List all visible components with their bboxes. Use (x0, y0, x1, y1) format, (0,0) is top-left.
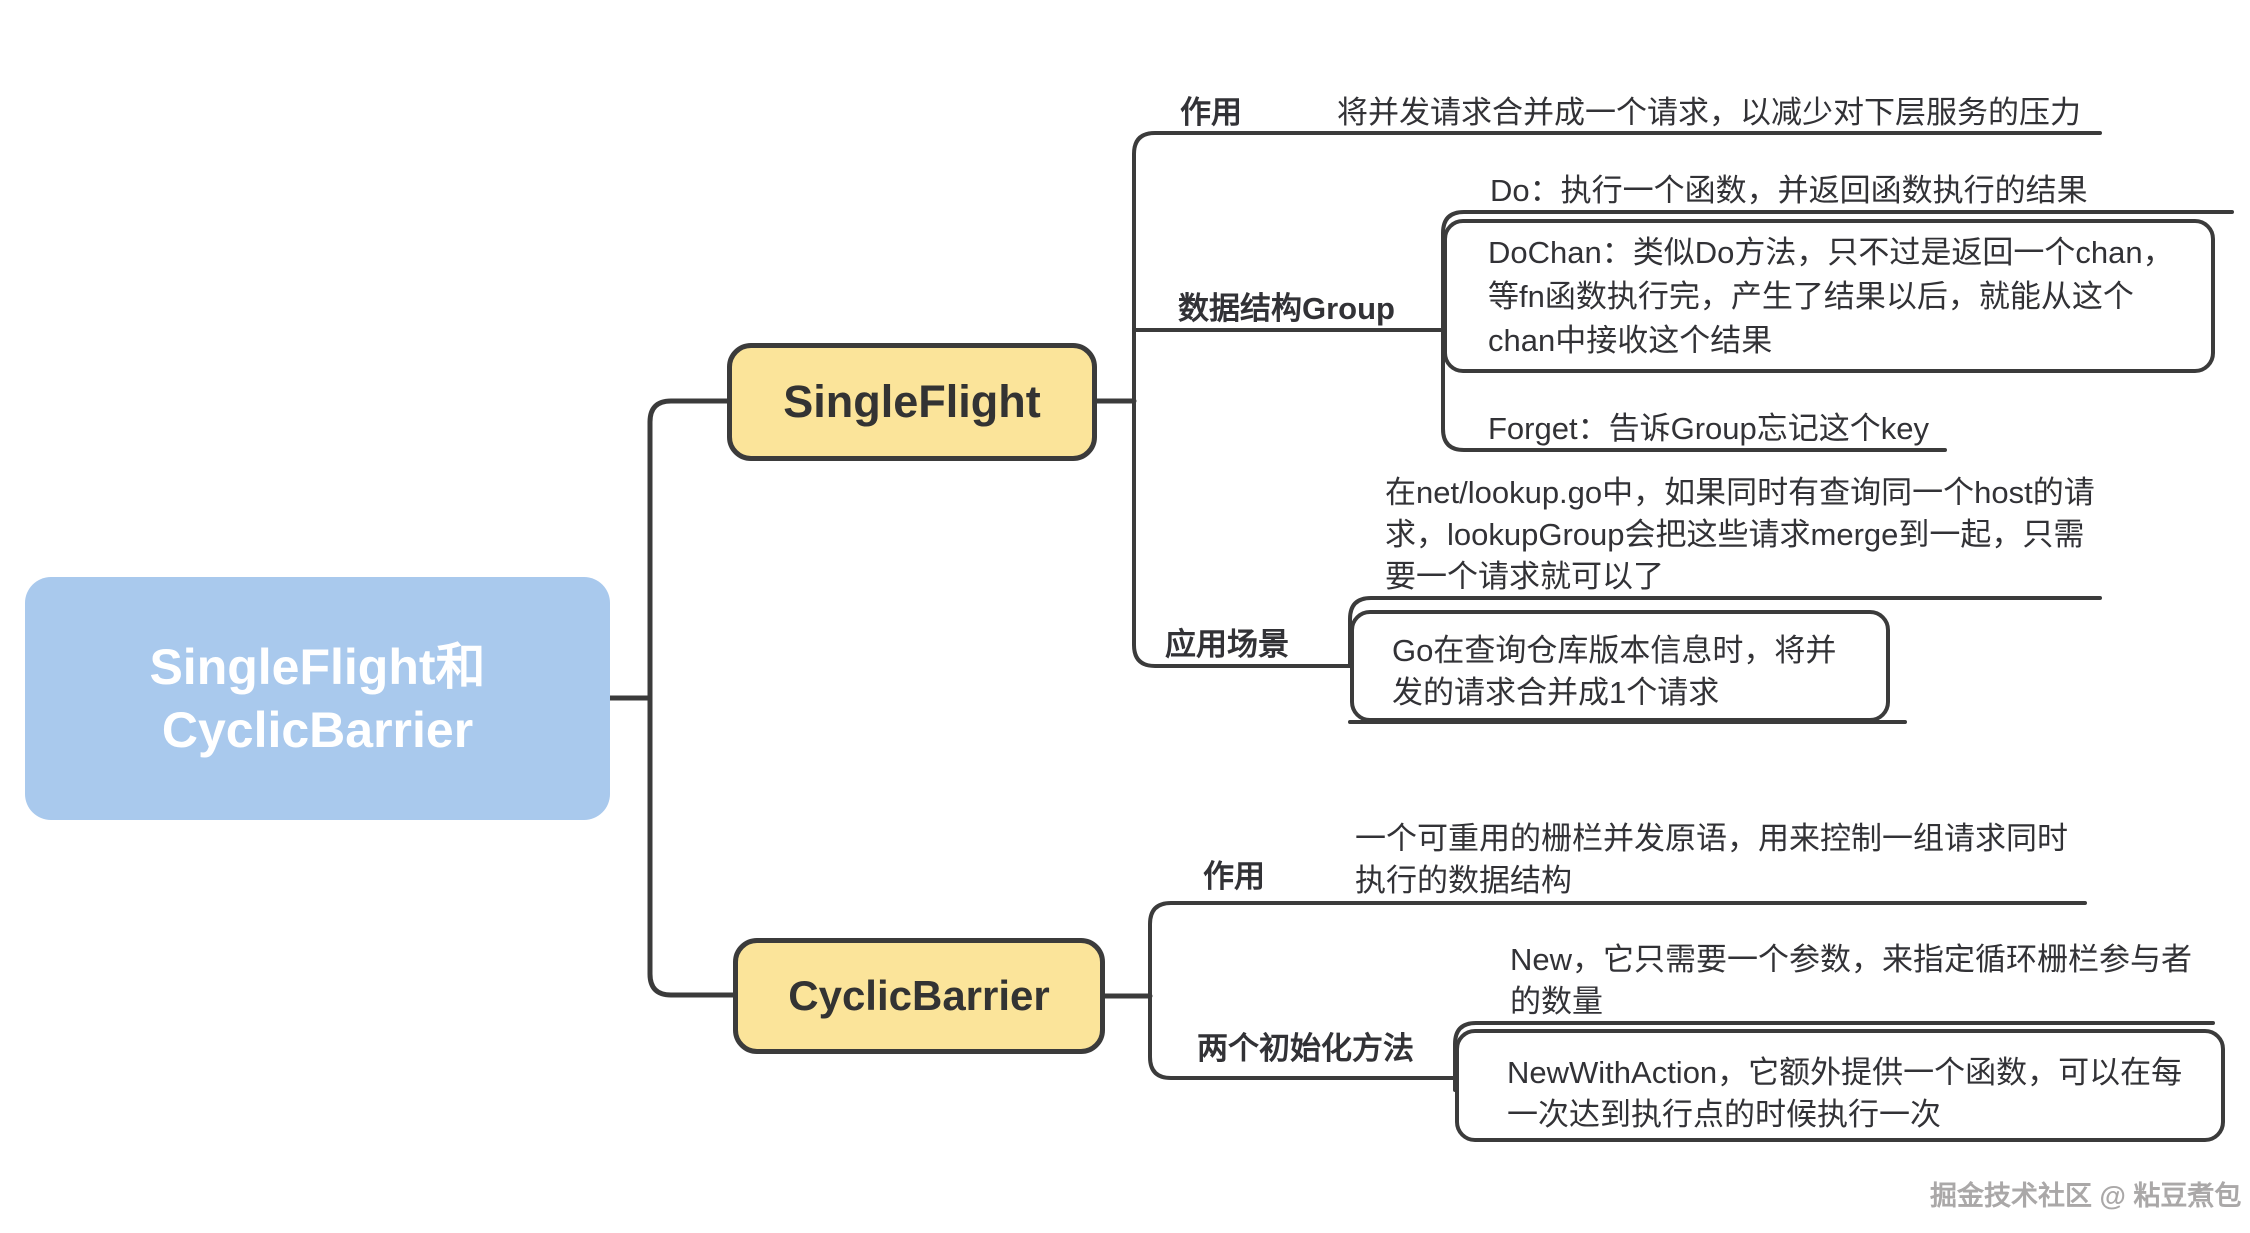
topic-singleflight-label: SingleFlight (783, 376, 1041, 427)
watermark: 掘金技术社区 @ 粘豆煮包 (1930, 1181, 2242, 1211)
cb-init-label[interactable]: 两个初始化方法 (1197, 1031, 1414, 1066)
cb-role-label[interactable]: 作用 (1203, 859, 1265, 894)
sf-group-label[interactable]: 数据结构Group (1178, 291, 1395, 326)
singleflight-child-spine (1132, 131, 2102, 668)
cyclicbarrier-child-spine (1148, 901, 2087, 1080)
sf-scenario-label[interactable]: 应用场景 (1165, 627, 1289, 662)
root-branch-spine (647, 398, 736, 998)
sf-go-text: Go在查询仓库版本信息时，将并发的请求合并成1个请求 (1392, 633, 1837, 710)
topic-cyclicbarrier[interactable]: CyclicBarrier (733, 938, 1105, 1054)
topic-cyclicbarrier-label: CyclicBarrier (788, 972, 1050, 1019)
cb-role-text[interactable]: 一个可重用的栅栏并发原语，用来控制一组请求同时执行的数据结构 (1355, 821, 2068, 898)
cb-new-text[interactable]: New，它只需要一个参数，来指定循环栅栏参与者的数量 (1510, 942, 2193, 1019)
sf-go-box[interactable] (1350, 610, 1890, 722)
cb-newwithaction-box[interactable] (1455, 1029, 2225, 1142)
cb-newwithaction-text: NewWithAction，它额外提供一个函数，可以在每一次达到执行点的时候执行… (1507, 1055, 2183, 1132)
root-topic[interactable]: SingleFlight和CyclicBarrier (25, 577, 610, 820)
sf-role-text[interactable]: 将并发请求合并成一个请求，以减少对下层服务的压力 (1337, 95, 2081, 130)
sf-role-label[interactable]: 作用 (1180, 95, 1242, 130)
scenario-child-spine (1348, 596, 2102, 667)
sf-do-text[interactable]: Do：执行一个函数，并返回函数执行的结果 (1490, 173, 2088, 208)
sf-dochan-box[interactable] (1443, 219, 2215, 373)
sf-lookup-text[interactable]: 在net/lookup.go中，如果同时有查询同一个host的请求，lookup… (1385, 475, 2095, 594)
topic-singleflight[interactable]: SingleFlight (727, 343, 1097, 461)
sf-forget-text[interactable]: Forget：告诉Group忘记这个key (1488, 411, 1929, 446)
root-topic-label: SingleFlight和CyclicBarrier (149, 638, 486, 758)
sf-dochan-text: DoChan：类似Do方法，只不过是返回一个chan，等fn函数执行完，产生了结… (1488, 235, 2174, 358)
